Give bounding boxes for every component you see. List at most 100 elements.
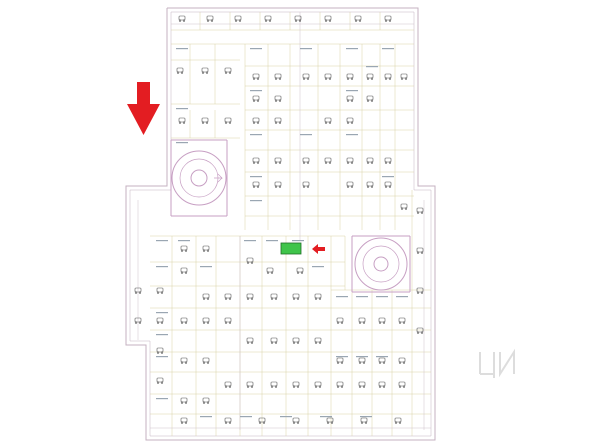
car-icon <box>252 117 260 124</box>
annotation-mark <box>360 416 372 418</box>
parking-grid-bottom <box>150 190 431 436</box>
car-icon <box>224 381 232 388</box>
car-icon <box>202 317 210 324</box>
annotation-mark <box>250 134 262 136</box>
car-icon <box>400 203 408 210</box>
annotation-mark <box>176 108 188 110</box>
annotation-mark <box>336 296 348 298</box>
car-icon <box>302 157 310 164</box>
annotation-mark <box>336 356 348 358</box>
car-icon <box>246 337 254 344</box>
down-arrow-icon <box>127 82 160 135</box>
car-icon <box>180 317 188 324</box>
car-icon <box>202 245 210 252</box>
car-icon <box>354 15 362 22</box>
car-icon <box>336 317 344 324</box>
car-icon <box>292 293 300 300</box>
car-icon <box>378 357 386 364</box>
car-icon <box>180 417 188 424</box>
annotation-mark <box>250 176 262 178</box>
car-icon <box>224 417 232 424</box>
car-icon <box>384 73 392 80</box>
car-icon <box>156 377 164 384</box>
car-icon <box>292 417 300 424</box>
annotation-mark <box>250 200 262 202</box>
annotation-mark <box>156 398 168 400</box>
car-icon <box>202 357 210 364</box>
annotation-mark <box>178 240 190 242</box>
car-icon <box>180 267 188 274</box>
car-icon <box>134 287 142 294</box>
car-icon <box>178 15 186 22</box>
car-icon <box>398 317 406 324</box>
car-icon <box>384 15 392 22</box>
annotation-mark <box>346 48 358 50</box>
car-icon <box>266 267 274 274</box>
left-arrow-icon <box>312 244 325 254</box>
car-icon <box>346 117 354 124</box>
building-outline <box>125 7 436 441</box>
car-icon <box>302 73 310 80</box>
car-icon <box>224 117 232 124</box>
car-icon <box>274 181 282 188</box>
car-icon <box>296 267 304 274</box>
car-icon <box>274 73 282 80</box>
car-icon <box>366 95 374 102</box>
annotation-mark <box>356 356 368 358</box>
annotation-mark <box>240 416 252 418</box>
annotation-mark <box>200 266 212 268</box>
annotation-mark <box>346 134 358 136</box>
parking-grid-top <box>171 12 414 230</box>
annotation-mark <box>176 142 188 144</box>
annotation-mark <box>244 240 256 242</box>
annotation-mark <box>266 240 278 242</box>
car-icon <box>270 293 278 300</box>
car-icon <box>292 337 300 344</box>
car-icon <box>398 357 406 364</box>
spiral-ramp-icon <box>170 139 228 217</box>
car-icon <box>324 157 332 164</box>
car-icon <box>202 397 210 404</box>
annotation-mark <box>250 90 262 92</box>
car-icon <box>346 181 354 188</box>
car-icon <box>176 67 184 74</box>
car-icon <box>324 73 332 80</box>
annotation-mark <box>280 416 292 418</box>
car-icon <box>416 207 424 214</box>
highlighted-parking-space[interactable] <box>280 242 302 255</box>
annotation-mark <box>376 356 388 358</box>
annotation-mark <box>312 266 324 268</box>
car-icon <box>180 397 188 404</box>
annotation-mark <box>376 296 388 298</box>
car-icon <box>224 317 232 324</box>
car-icon <box>270 337 278 344</box>
car-icons <box>134 15 424 424</box>
car-icon <box>416 287 424 294</box>
car-icon <box>274 95 282 102</box>
annotation-mark <box>366 66 378 68</box>
car-icon <box>252 157 260 164</box>
car-icon <box>302 181 310 188</box>
car-icon <box>314 381 322 388</box>
annotation-mark <box>156 334 168 336</box>
annotation-mark <box>356 296 368 298</box>
car-icon <box>206 15 214 22</box>
car-icon <box>202 293 210 300</box>
car-icon <box>346 73 354 80</box>
car-icon <box>384 181 392 188</box>
car-icon <box>384 157 392 164</box>
car-icon <box>134 317 142 324</box>
car-icon <box>201 67 209 74</box>
car-icon <box>416 327 424 334</box>
car-icon <box>156 347 164 354</box>
car-icon <box>366 157 374 164</box>
annotation-mark <box>176 48 188 50</box>
car-icon <box>336 381 344 388</box>
annotation-mark <box>200 416 212 418</box>
annotation-mark <box>156 240 168 242</box>
car-icon <box>416 247 424 254</box>
annotation-mark <box>300 48 312 50</box>
car-icon <box>326 417 334 424</box>
car-icon <box>324 15 332 22</box>
annotation-mark <box>346 90 358 92</box>
